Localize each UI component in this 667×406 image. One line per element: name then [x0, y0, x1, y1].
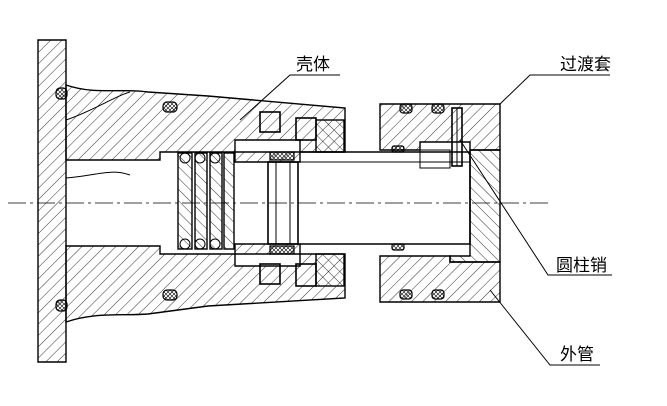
- leader-housing: [239, 74, 340, 121]
- outer-pipe-tube: [300, 151, 471, 245]
- sleeve-seal-3: [399, 289, 413, 300]
- flange-seal-top: [55, 87, 68, 100]
- sleeve-seal-2: [431, 103, 445, 114]
- seat-seal-top: [269, 151, 295, 161]
- leader-cylindrical-pin: [459, 139, 612, 276]
- housing-upper: [65, 84, 346, 161]
- housing-lower: [65, 245, 346, 323]
- outer-pipe-end: [449, 149, 501, 263]
- sleeve-seal-6: [391, 243, 405, 251]
- seat-seal-bottom: [269, 245, 295, 255]
- sleeve-seal-4: [431, 289, 445, 300]
- label-transition-sleeve: 过渡套: [560, 55, 611, 75]
- sleeve-seal-5: [391, 145, 405, 153]
- leader-transition-sleeve: [499, 74, 610, 105]
- gland-top: [315, 119, 345, 153]
- label-housing: 壳体: [296, 55, 330, 75]
- bearing-bottom: [259, 263, 281, 285]
- gland-bottom: [315, 253, 345, 287]
- inlet-bore-curve: [65, 91, 131, 246]
- leader-outer-pipe: [489, 289, 600, 366]
- bearing-top: [259, 111, 281, 133]
- spring: [177, 152, 235, 250]
- pin-slot: [419, 149, 451, 169]
- label-outer-pipe: 外管: [560, 345, 594, 365]
- housing-seal-bottom: [162, 289, 178, 301]
- inlet-bore-curve-lower: [65, 171, 131, 179]
- flange-seal-bottom: [55, 299, 68, 312]
- housing-seal-top: [162, 101, 178, 113]
- label-cylindrical-pin: 圆柱销: [556, 256, 607, 276]
- sleeve-seal-1: [399, 103, 413, 114]
- inner-ring: [267, 161, 299, 245]
